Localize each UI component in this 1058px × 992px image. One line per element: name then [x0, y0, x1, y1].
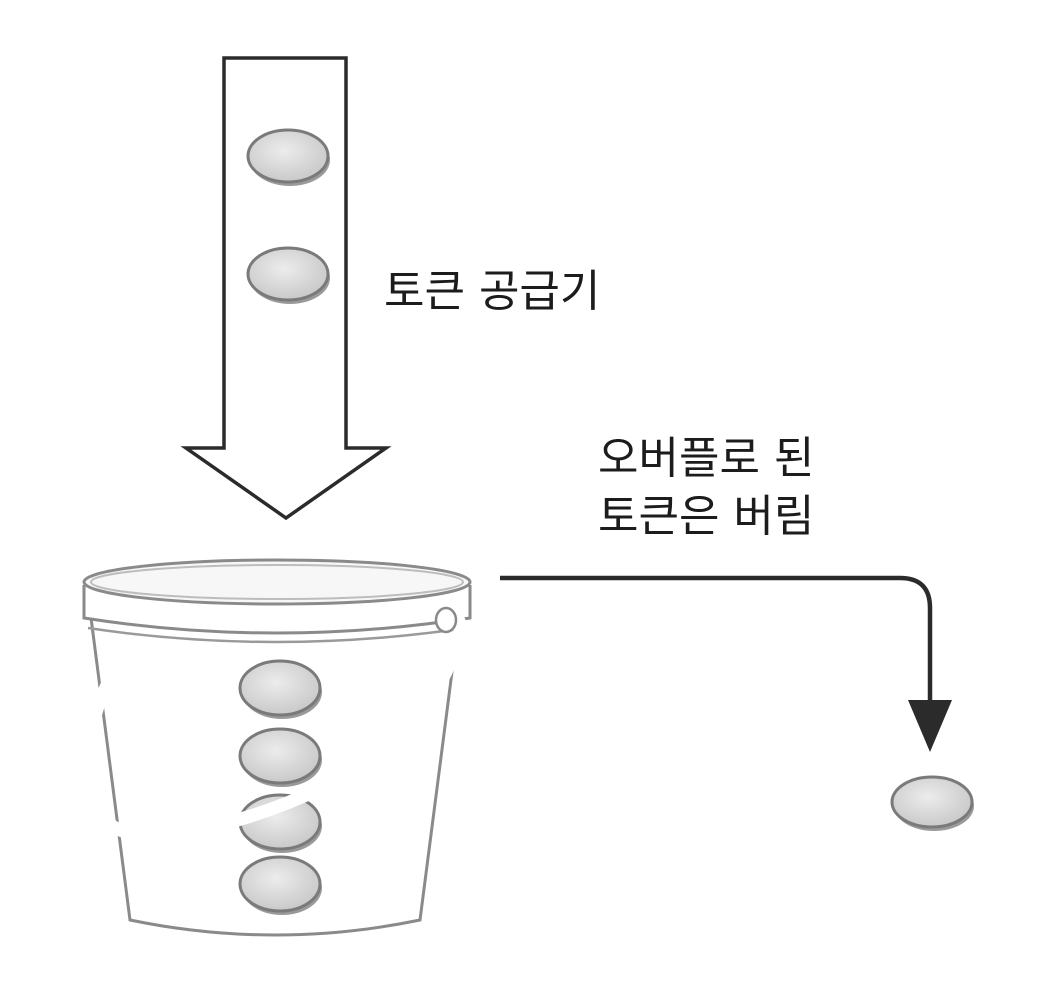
overflow-label: 오버플로 된 토큰은 버림 — [598, 430, 814, 546]
discarded-token — [890, 775, 974, 831]
bucket-token — [238, 855, 322, 915]
overflow-arrowhead — [908, 700, 952, 752]
bucket-token — [238, 727, 322, 787]
overflow-label-line2: 토큰은 버림 — [598, 491, 815, 542]
supplier-token — [246, 128, 330, 186]
handle-pivot — [434, 606, 458, 634]
overflow-label-line1: 오버플로 된 — [598, 433, 815, 484]
overflow-arrow — [500, 575, 933, 720]
token-supplier-label: 토큰 공급기 — [384, 266, 601, 317]
bucket-token — [238, 659, 322, 719]
supplier-token — [246, 246, 330, 304]
